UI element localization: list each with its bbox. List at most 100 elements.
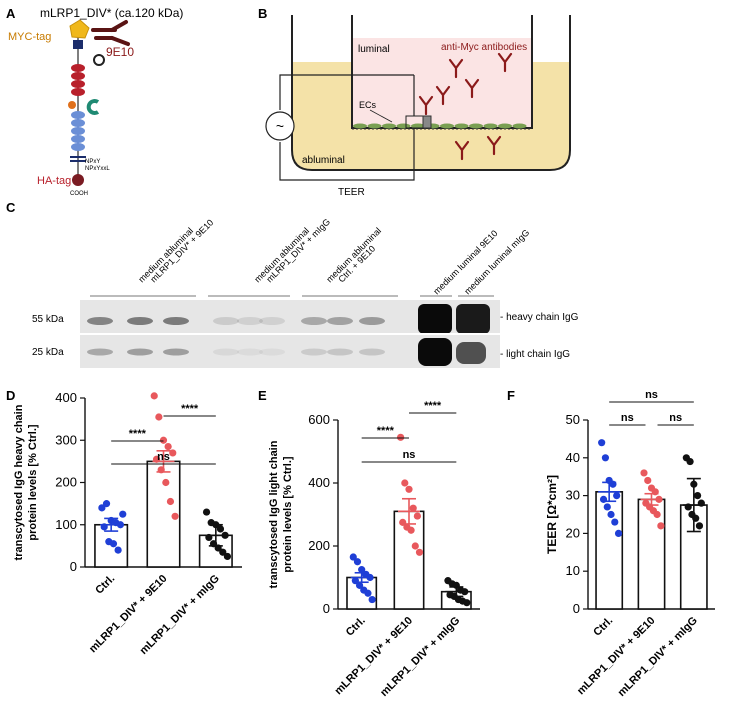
data-point: [463, 599, 471, 607]
domain-red-3: [71, 80, 85, 88]
category-label: mLRP1_DIV* + mIgG: [378, 615, 462, 699]
data-point: [693, 492, 702, 500]
endothelial-cell: [367, 123, 382, 129]
insert-wall: [351, 15, 533, 129]
data-point: [364, 589, 372, 597]
category-label: mLRP1_DIV* + 9E10: [332, 615, 415, 698]
y-tick-label: 50: [566, 412, 580, 427]
significance-label: ****: [377, 425, 395, 437]
circuit-outer: [279, 74, 415, 181]
egf-domains: [71, 111, 85, 151]
light-chain-band: [259, 348, 285, 356]
data-point: [695, 522, 704, 530]
antibody-icon: [464, 78, 480, 99]
data-point: [601, 454, 610, 462]
category-label: Ctrl.: [93, 573, 117, 597]
antibody-shape: [497, 52, 513, 73]
data-point: [409, 504, 417, 512]
well-wall: [291, 15, 571, 171]
endothelial-cell: [483, 123, 498, 129]
data-point: [358, 566, 366, 574]
heavy-chain-band: [213, 317, 239, 325]
y-tick-label: 200: [55, 475, 77, 490]
data-point: [164, 442, 172, 451]
myc-tag-label: MYC-tag: [8, 31, 51, 43]
antibody-shape: [454, 140, 470, 161]
ha-tag-label: HA-tag: [37, 175, 71, 187]
data-point: [368, 595, 376, 604]
data-point: [166, 497, 175, 506]
bar: [637, 498, 666, 610]
motif-npxyxxl: NPxYxxL: [85, 166, 110, 172]
data-point: [413, 512, 421, 520]
y-axis-title-line2: protein levels [% Ctrl.]: [282, 456, 294, 572]
ecs-pointer: [369, 109, 393, 123]
heavy-chain-band: [359, 317, 385, 325]
antibody-icon: [486, 135, 502, 156]
data-point: [150, 392, 158, 400]
data-point: [349, 553, 357, 561]
domain-red-1: [71, 64, 85, 72]
electrode: [422, 115, 432, 129]
lane-3-label-a: medium abluminal: [324, 226, 383, 285]
antibody-icon: [448, 58, 464, 79]
panel-a: A mLRP1_DIV* (ca.120 kDa) MYC-tag 9E10: [6, 6, 183, 197]
antibody-shape: [486, 135, 502, 156]
data-point: [407, 526, 415, 534]
light-chain-band: [301, 348, 327, 356]
data-point: [607, 510, 615, 519]
heavy-chain-band: [87, 317, 113, 325]
antibody-shape: [464, 78, 480, 99]
significance-label: ns: [403, 449, 416, 461]
antibody-icon: [454, 140, 470, 161]
heavy-chain-label: - heavy chain IgG: [500, 312, 579, 323]
light-chain-band: [87, 348, 113, 356]
data-point: [401, 479, 409, 487]
category-label: mLRP1_DIV* + mIgG: [616, 615, 700, 699]
lane-2-label-a: medium abluminal: [252, 226, 311, 285]
data-point: [657, 522, 665, 530]
bar: [595, 491, 624, 610]
data-point: [119, 510, 127, 518]
data-point: [216, 525, 225, 533]
y-tick-label: 30: [566, 488, 580, 503]
data-point: [611, 518, 619, 526]
panel-d-letter: D: [6, 388, 15, 403]
data-point: [219, 548, 227, 556]
data-point: [614, 529, 623, 538]
antibody-shape: [448, 58, 464, 79]
domain-red-2: [71, 72, 85, 80]
ha-tag-icon: [72, 174, 84, 186]
endothelial-cells: [353, 123, 527, 129]
y-tick-label: 0: [573, 601, 580, 616]
myc-tag-icon: [69, 19, 90, 39]
lane-1-label-a: medium abluminal: [136, 226, 195, 285]
heavy-chain-band: [237, 317, 263, 325]
y-tick-label: 0: [323, 601, 330, 616]
significance-label: ns: [621, 412, 634, 424]
motif-npxy: NPxY: [85, 159, 100, 165]
panel-f-letter: F: [507, 388, 515, 403]
data-point: [114, 546, 122, 554]
teer-label: TEER: [338, 187, 365, 198]
endothelial-cell: [469, 123, 483, 129]
data-point: [686, 457, 694, 466]
data-point: [162, 478, 170, 487]
endothelial-cell: [411, 123, 425, 129]
panel-b-letter: B: [258, 6, 267, 21]
domain-orange: [68, 101, 76, 109]
panel-c-letter: C: [6, 200, 16, 215]
antibody-label: 9E10: [106, 45, 134, 59]
heavy-chain-band: [163, 317, 189, 325]
light-chain-band: [163, 348, 189, 356]
data-point: [171, 512, 179, 520]
data-point: [155, 413, 163, 421]
antibody-shape: [435, 85, 451, 106]
teer-meter-symbol: ~: [276, 118, 284, 134]
mw-25-label: 25 kDa: [32, 347, 64, 358]
y-axis-title-line1: transcytosed IgG light chain: [268, 440, 280, 588]
